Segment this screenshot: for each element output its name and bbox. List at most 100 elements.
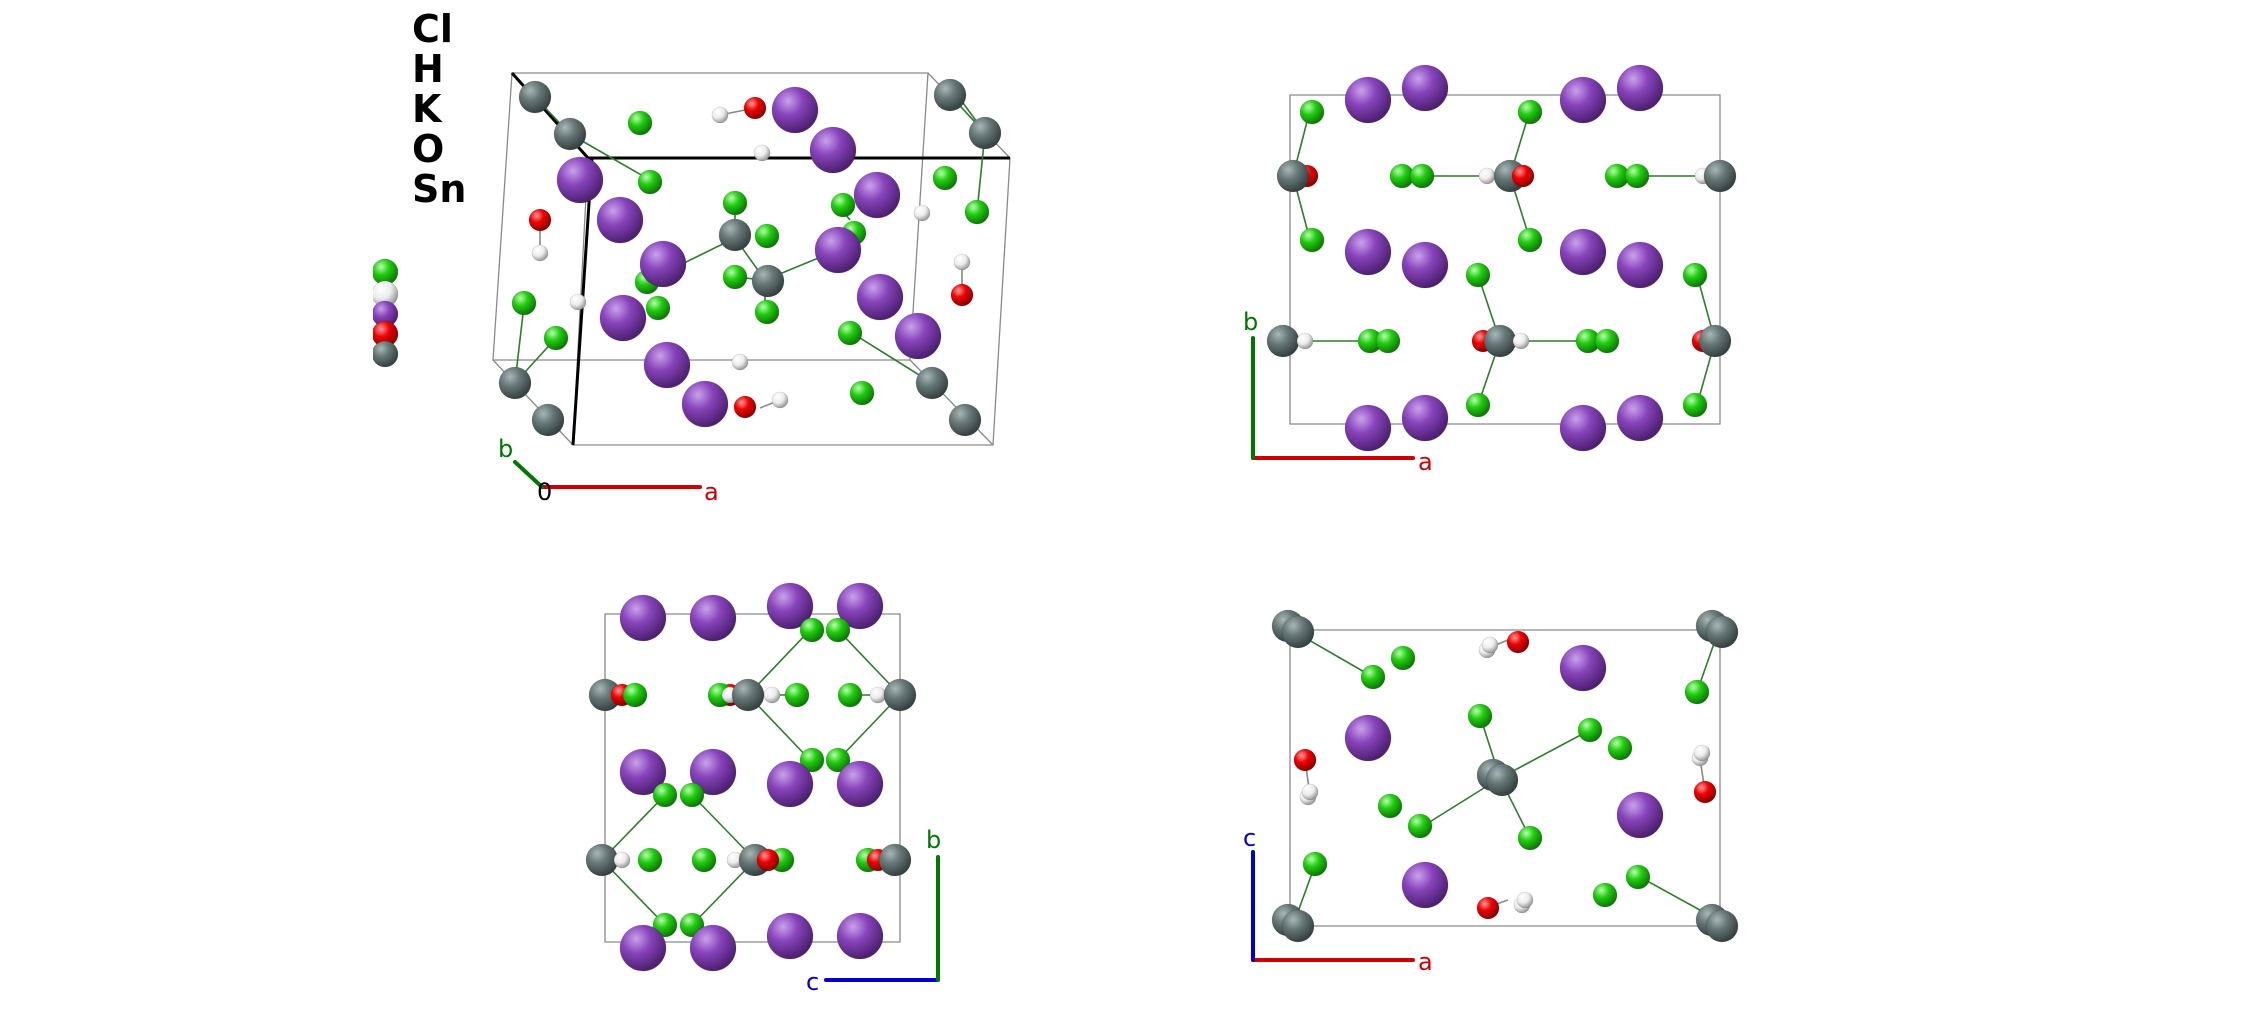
tin-atom [371, 340, 399, 368]
chlorine-atom [1409, 163, 1435, 189]
view-along-c [1251, 64, 1737, 460]
hydrogen-atom [1481, 636, 1499, 654]
potassium-atom [1401, 64, 1449, 112]
potassium-atom [1344, 228, 1392, 276]
chlorine-atom [849, 380, 875, 406]
potassium-atom [1559, 404, 1607, 452]
legend-swatches [360, 255, 399, 370]
legend-label-cl: Cl [412, 7, 453, 51]
chlorine-atom [1467, 703, 1493, 729]
chlorine-atom [637, 169, 663, 195]
chlorine-atom [1607, 735, 1633, 761]
element-legend: Cl H K O Sn [360, 7, 466, 370]
chlorine-atom [722, 190, 748, 216]
chlorine-atom [1465, 262, 1491, 288]
potassium-atom [766, 760, 814, 808]
potassium-atom [853, 171, 901, 219]
perspective-view [492, 72, 1011, 489]
chlorine-atom [837, 682, 863, 708]
potassium-atom [1401, 394, 1449, 442]
axis-labels: b 0 a b a b c c a [498, 308, 1433, 996]
tr-axis-label-b: b [1243, 308, 1258, 336]
chlorine-atom [1577, 717, 1603, 743]
tin-atom [585, 843, 619, 877]
potassium-atom [689, 594, 737, 642]
view-along-b [1251, 609, 1739, 962]
tin-atom [1281, 615, 1315, 649]
tin-atom [731, 678, 765, 712]
chlorine-atom [627, 110, 653, 136]
br-axis-label-c: c [1243, 824, 1256, 852]
tin-atom [1485, 763, 1519, 797]
hydrogen-atom [1478, 167, 1496, 185]
potassium-atom [599, 294, 647, 342]
oxygen-atom [1511, 164, 1535, 188]
chlorine-atom [1517, 227, 1543, 253]
hydrogen-atom [731, 353, 749, 371]
potassium-atom [556, 156, 604, 204]
tin-atom [751, 264, 785, 298]
chlorine-atom [799, 617, 825, 643]
tin-atom [915, 366, 949, 400]
chlorine-atom [1682, 392, 1708, 418]
tin-atom [553, 117, 587, 151]
potassium-atom [836, 582, 884, 630]
tin-atom [878, 843, 912, 877]
chlorine-atom [679, 782, 705, 808]
chlorine-atom [825, 747, 851, 773]
hydrogen-atom [953, 253, 971, 271]
potassium-atom [1616, 64, 1664, 112]
chlorine-atom [1302, 851, 1328, 877]
oxygen-atom [733, 395, 757, 419]
chlorine-atom [1299, 227, 1325, 253]
potassium-atom [1344, 76, 1392, 124]
oxygen-atom [743, 96, 767, 120]
potassium-atom [619, 924, 667, 972]
tr-axis-label-a: a [1418, 448, 1433, 476]
chlorine-atom [652, 782, 678, 808]
oxygen-atom [528, 208, 552, 232]
tin-atom [1705, 909, 1739, 943]
tin-atom [498, 366, 532, 400]
potassium-atom [643, 341, 691, 389]
chlorine-atom [1594, 328, 1620, 354]
chlorine-atom [652, 912, 678, 938]
tin-atom [1483, 324, 1517, 358]
axis-b-line [513, 460, 544, 489]
legend-label-k: K [412, 87, 443, 131]
legend-label-o: O [412, 127, 444, 171]
bl-axis-label-b: b [926, 826, 941, 854]
tl-origin-label: 0 [537, 478, 552, 506]
chlorine-atom [722, 264, 748, 290]
chlorine-atom [964, 199, 990, 225]
hydrogen-atom [913, 204, 931, 222]
hydrogen-atom [869, 686, 887, 704]
oxygen-atom [1693, 780, 1717, 804]
potassium-atom [689, 748, 737, 796]
chlorine-atom [1682, 262, 1708, 288]
chlorine-atom [691, 847, 717, 873]
potassium-atom [1344, 714, 1392, 762]
chlorine-atom [799, 747, 825, 773]
chlorine-atom [1375, 328, 1401, 354]
tin-atom [531, 403, 565, 437]
chlorine-atom [932, 165, 958, 191]
hydrogen-atom [1516, 891, 1534, 909]
tin-atom [968, 116, 1002, 150]
chlorine-atom [830, 192, 856, 218]
chlorine-atom [1360, 664, 1386, 690]
tl-axis-label-b: b [498, 435, 513, 463]
potassium-atom [766, 582, 814, 630]
tl-axis-label-a: a [704, 478, 719, 506]
chlorine-atom [1625, 864, 1651, 890]
potassium-atom [1344, 404, 1392, 452]
chlorine-atom [754, 299, 780, 325]
legend-clip-mask [360, 255, 373, 370]
unit-cell-edge [492, 72, 929, 361]
hydrogen-atom [763, 686, 781, 704]
bond [1499, 729, 1591, 779]
oxygen-atom [1476, 896, 1500, 920]
potassium-atom [619, 748, 667, 796]
hydrogen-atom [1301, 783, 1319, 801]
tin-atom [1281, 909, 1315, 943]
